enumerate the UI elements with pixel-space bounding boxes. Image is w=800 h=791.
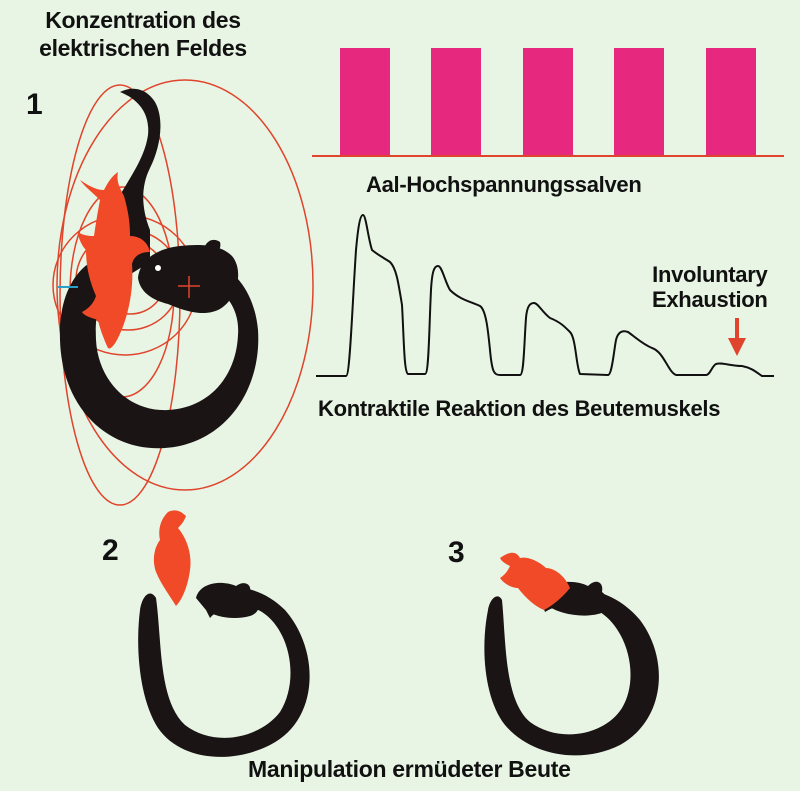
volley-pulse-3 [523,48,573,155]
exhaustion-label-line-2: Exhaustion [652,287,768,312]
prey-fish-2 [153,510,191,606]
exhaustion-label: Involuntary Exhaustion [652,262,768,312]
field-label-line-2: elektrischen Feldes [39,35,247,61]
exhaustion-arrow [728,318,746,356]
step-number-1: 1 [26,88,43,121]
voltage-volleys [312,48,784,157]
prey-fish-3 [500,552,570,610]
volley-pulse-4 [614,48,664,155]
contraction-trace [316,214,774,377]
exhaustion-label-line-1: Involuntary [652,262,768,287]
volley-pulse-1 [340,48,390,155]
eel-panel-2 [138,582,310,757]
volley-pulse-5 [706,48,756,155]
eel-panel-3 [484,581,659,756]
volley-pulse-2 [431,48,481,155]
field-concentration-label: Konzentration des elektrischen Feldes [8,6,278,62]
field-pole-markers [58,276,200,298]
step-number-2: 2 [102,534,119,567]
manipulation-label: Manipulation ermüdeter Beute [248,756,571,782]
prey-fish-1 [78,172,150,349]
muscle-response-label: Kontraktile Reaktion des Beutemuskels [318,396,721,421]
eel-coiled [59,88,259,449]
volleys-label: Aal-Hochspannungssalven [366,172,642,197]
step-number-3: 3 [448,536,465,569]
field-label-line-1: Konzentration des [45,7,241,33]
